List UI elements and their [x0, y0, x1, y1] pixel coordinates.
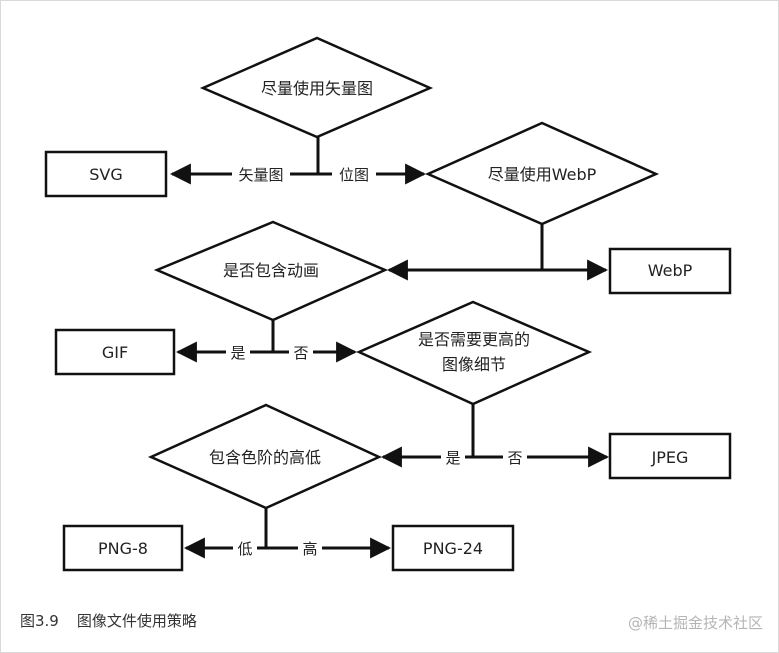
label-webp: WebP [648, 261, 693, 280]
decision-detail [355, 300, 593, 406]
label-gif: GIF [102, 343, 128, 362]
box-webp [608, 247, 732, 295]
edge-label-bitmap: 位图 [339, 166, 369, 184]
label-detail-q1: 是否需要更高的 [418, 330, 530, 349]
label-jpeg: JPEG [651, 448, 689, 467]
edge-label-anim-yes: 是 [230, 344, 245, 362]
label-svg: SVG [89, 165, 123, 184]
figure-number: 图3.9 [20, 612, 59, 630]
box-png8 [62, 524, 184, 572]
edge-label-detail-yes: 是 [445, 449, 460, 467]
box-png24 [391, 524, 515, 572]
box-gif [54, 328, 176, 376]
label-png24: PNG-24 [423, 539, 483, 558]
label-png8: PNG-8 [98, 539, 148, 558]
edge-label-detail-no: 否 [507, 449, 522, 467]
figure-caption: 图3.9 图像文件使用策略 [20, 610, 197, 631]
decision-anim [153, 220, 389, 322]
label-anim-q: 是否包含动画 [223, 261, 319, 280]
edge-label-anim-no: 否 [293, 344, 308, 362]
edge-label-vector: 矢量图 [238, 166, 283, 184]
decision-vector [199, 36, 434, 139]
watermark: @稀土掘金技术社区 [627, 614, 763, 632]
edge-label-low: 低 [237, 540, 252, 558]
label-level-q: 包含色阶的高低 [209, 448, 321, 467]
label-vector: 尽量使用矢量图 [261, 79, 373, 98]
label-webp-q: 尽量使用WebP [488, 165, 597, 184]
label-detail-q2: 图像细节 [442, 355, 506, 374]
box-jpeg [608, 432, 732, 480]
box-svg [44, 150, 168, 198]
edge-label-high: 高 [302, 540, 317, 558]
decision-level [147, 403, 383, 510]
figure-title: 图像文件使用策略 [76, 612, 197, 630]
decision-webp [424, 121, 660, 226]
